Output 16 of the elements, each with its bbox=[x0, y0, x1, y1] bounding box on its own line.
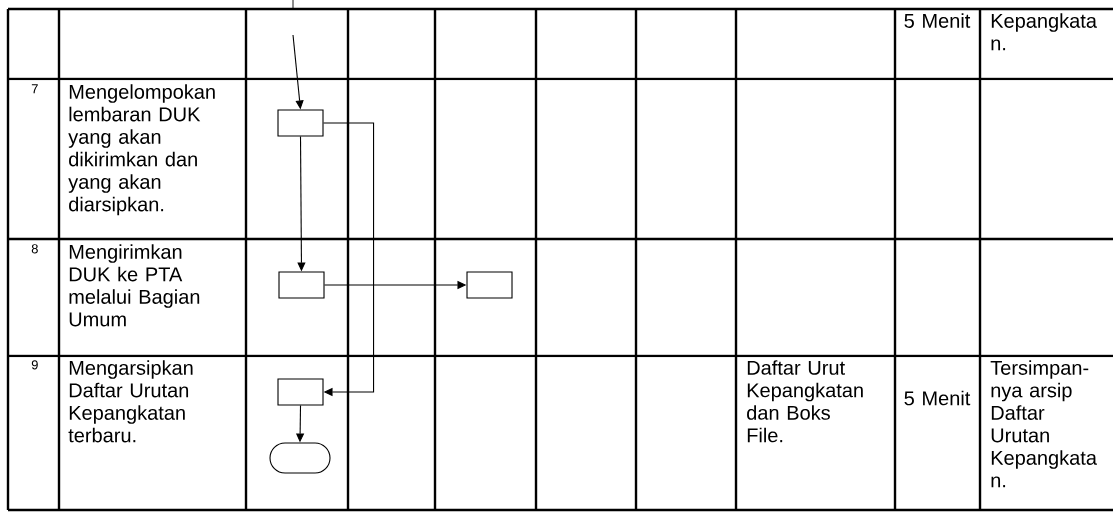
duration-text: 5 Menit bbox=[904, 13, 971, 28]
arrow bbox=[323, 122, 375, 397]
process-box bbox=[277, 109, 324, 137]
document-text: Daftar Urut Kepangkatan dan Boks File. bbox=[747, 360, 863, 443]
output-text: Kepangkata n. bbox=[991, 13, 1097, 51]
step-description: Mengarsipkan Daftar Urutan Kepangkatan terbaru. bbox=[68, 360, 193, 443]
process-box bbox=[277, 378, 324, 406]
process-box bbox=[278, 271, 325, 299]
step-number: 8 bbox=[31, 244, 38, 254]
process-box bbox=[466, 271, 513, 299]
step-number: 9 bbox=[31, 360, 38, 370]
step-description: Mengirimkan DUK ke PTA melalui Bagian Umum bbox=[69, 244, 200, 327]
step-description: Mengelompokan lembaran DUK yang akan dikirimkan dan yang akan diarsipkan. bbox=[68, 84, 215, 216]
duration-text: 5 Menit bbox=[904, 390, 971, 406]
output-text: Tersimpan- nya arsip Daftar Urutan Kepangkata n. bbox=[990, 360, 1097, 488]
step-number: 7 bbox=[31, 84, 38, 94]
